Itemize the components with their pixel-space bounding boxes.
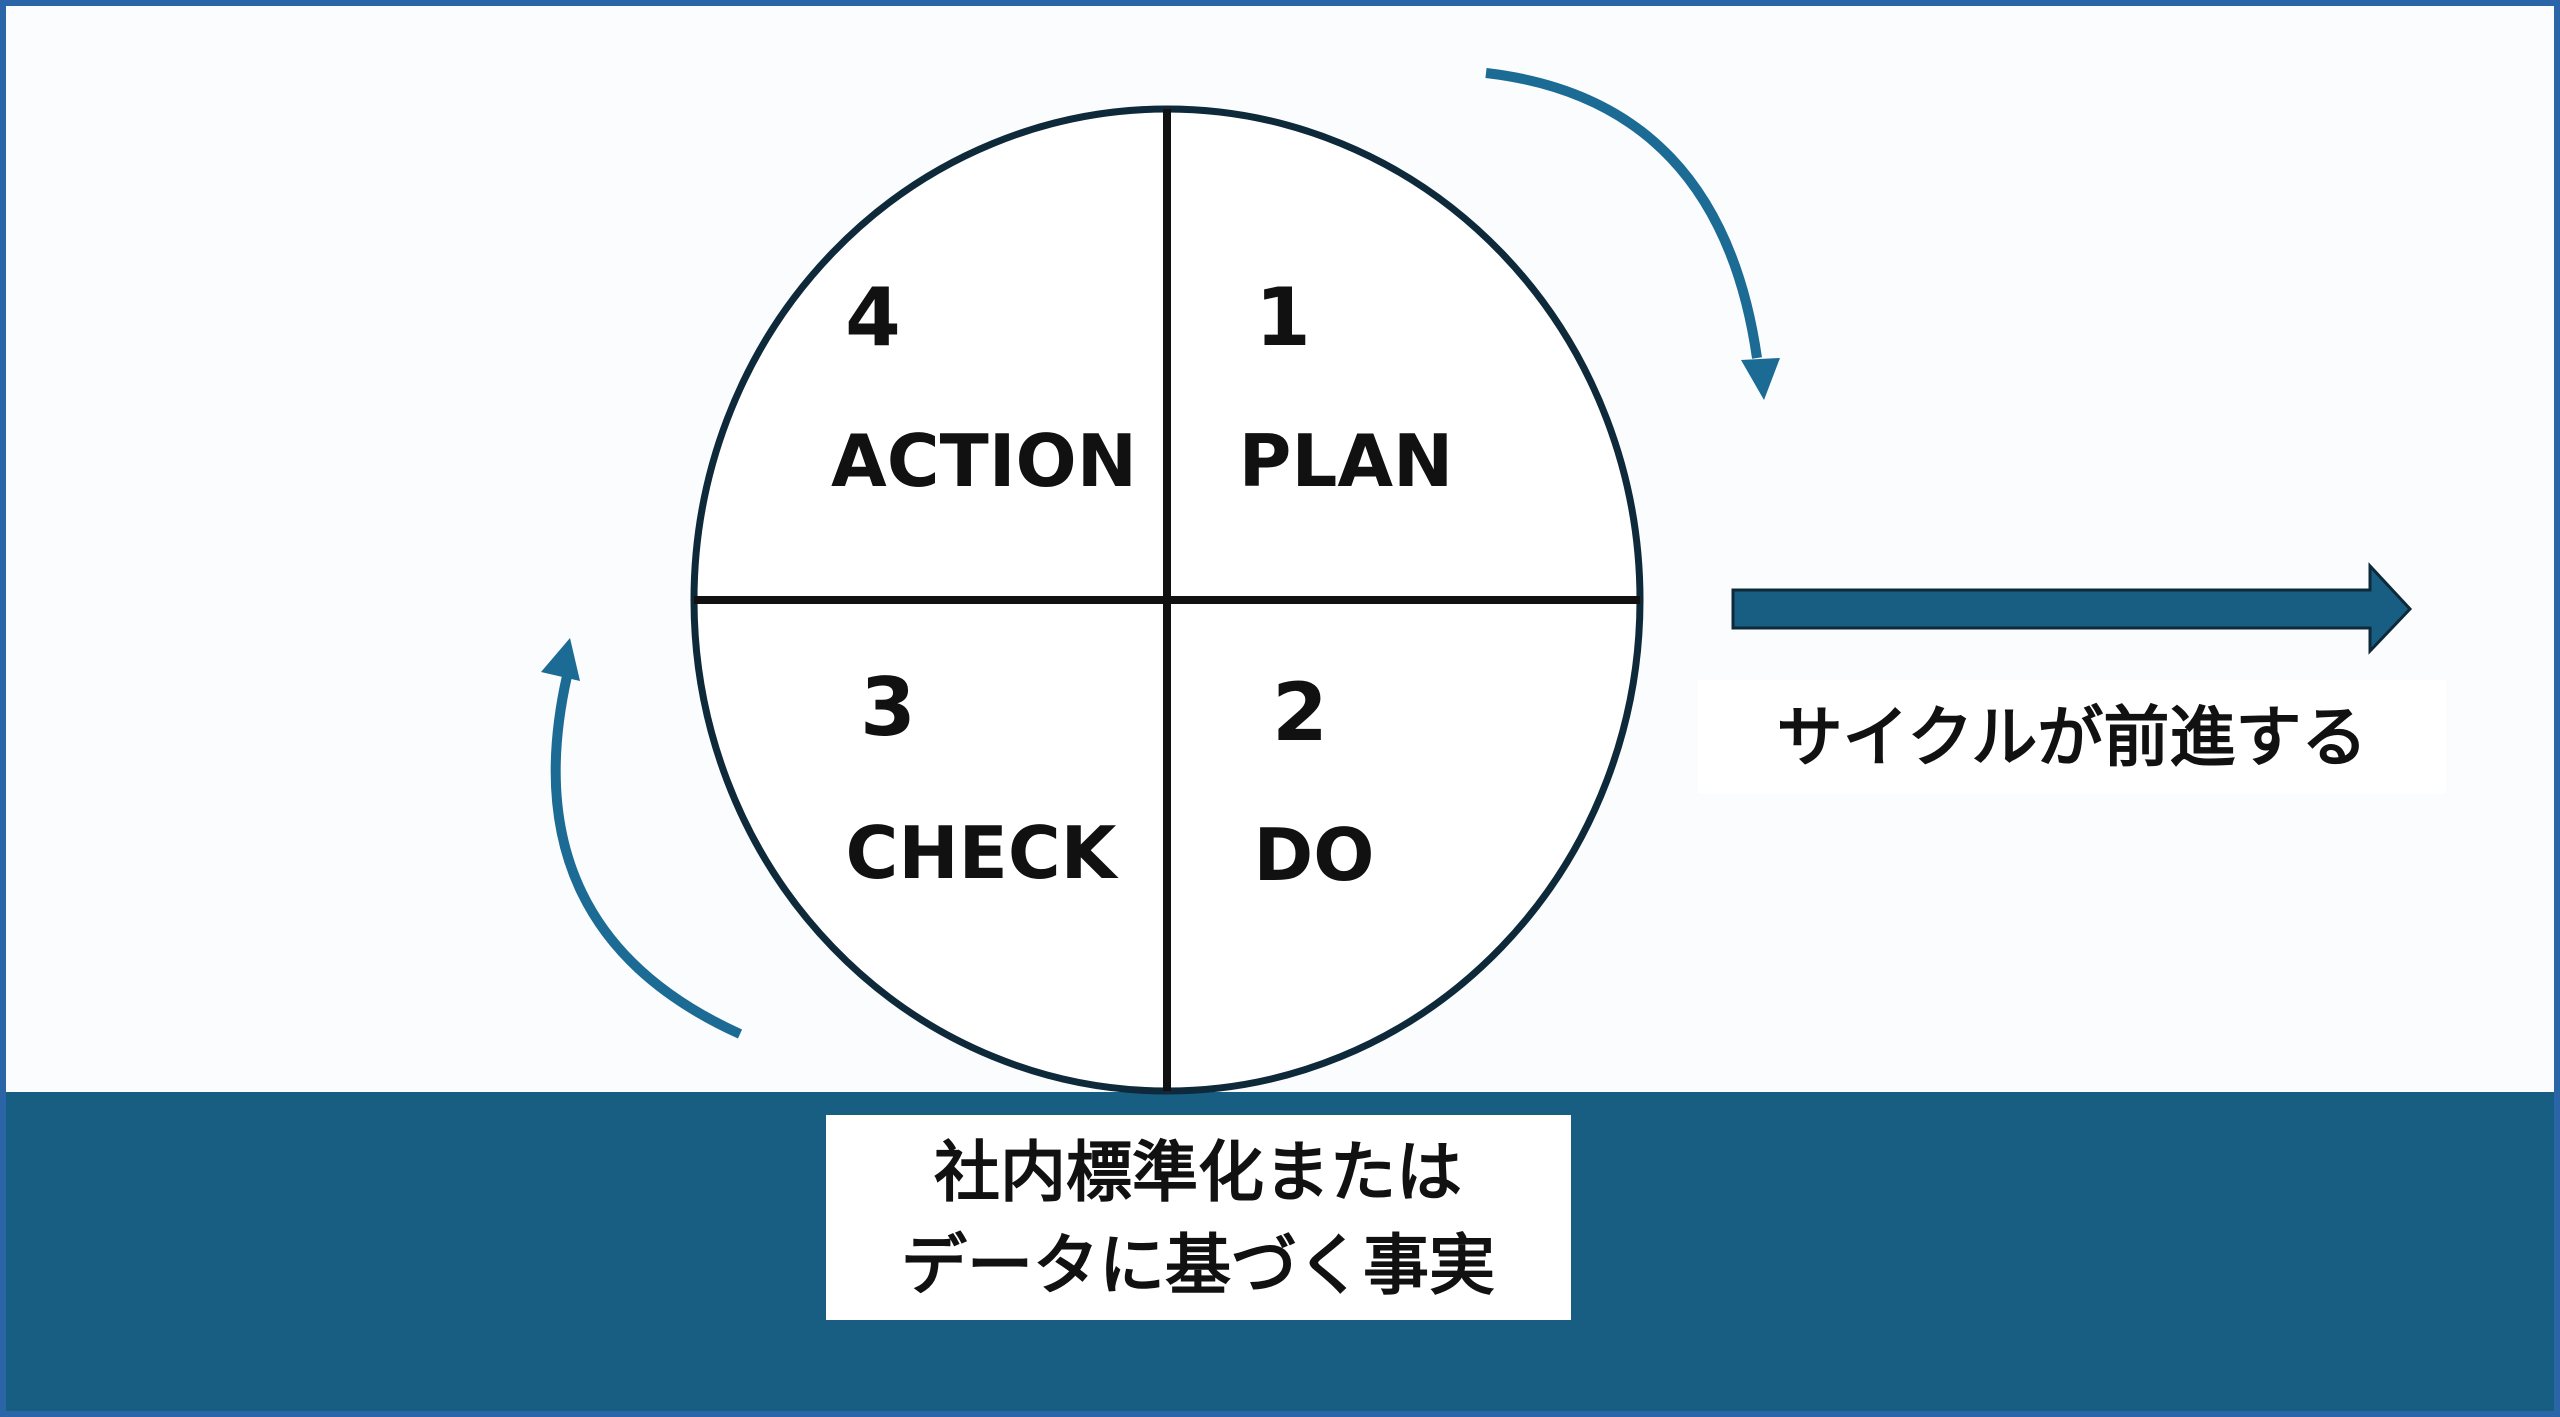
quadrant-do: 2 DO: [1254, 666, 1375, 897]
quadrant-check: 3 CHECK: [846, 661, 1119, 895]
advance-label-text: サイクルが前進する: [1777, 699, 2368, 776]
quadrant-plan: 1 PLAN: [1239, 271, 1454, 503]
quadrant-check-label: CHECK: [846, 811, 1119, 895]
foundation-label-box: 社内標準化または データに基づく事実: [826, 1115, 1571, 1320]
quadrant-action-number: 4: [845, 271, 901, 364]
pdca-circle: [690, 105, 1644, 1095]
rotation-arrow-top: [1485, 68, 1780, 400]
rotation-arrow-top-shaft: [1485, 68, 1762, 359]
advance-label-background: [1698, 680, 2446, 794]
rotation-arrow-bottom: [541, 638, 743, 1039]
rotation-arrow-bottom-shaft: [550, 674, 743, 1039]
foundation-label-line1: 社内標準化または: [934, 1134, 1462, 1211]
foundation-label-background: [826, 1115, 1571, 1320]
foundation-label-line2: データに基づく事実: [901, 1227, 1495, 1304]
quadrant-plan-number: 1: [1255, 271, 1311, 364]
quadrant-action-label: ACTION: [831, 419, 1137, 503]
quadrant-action: 4 ACTION: [831, 271, 1137, 503]
quadrant-plan-label: PLAN: [1239, 419, 1454, 503]
advance-label-box: サイクルが前進する: [1698, 680, 2446, 794]
quadrant-check-number: 3: [860, 661, 916, 754]
rotation-arrow-top-head: [1741, 358, 1780, 400]
forward-progress-arrow: [1731, 562, 2413, 655]
rotation-arrow-bottom-head: [541, 638, 580, 681]
quadrant-do-number: 2: [1272, 666, 1328, 759]
quadrant-do-label: DO: [1254, 813, 1375, 897]
